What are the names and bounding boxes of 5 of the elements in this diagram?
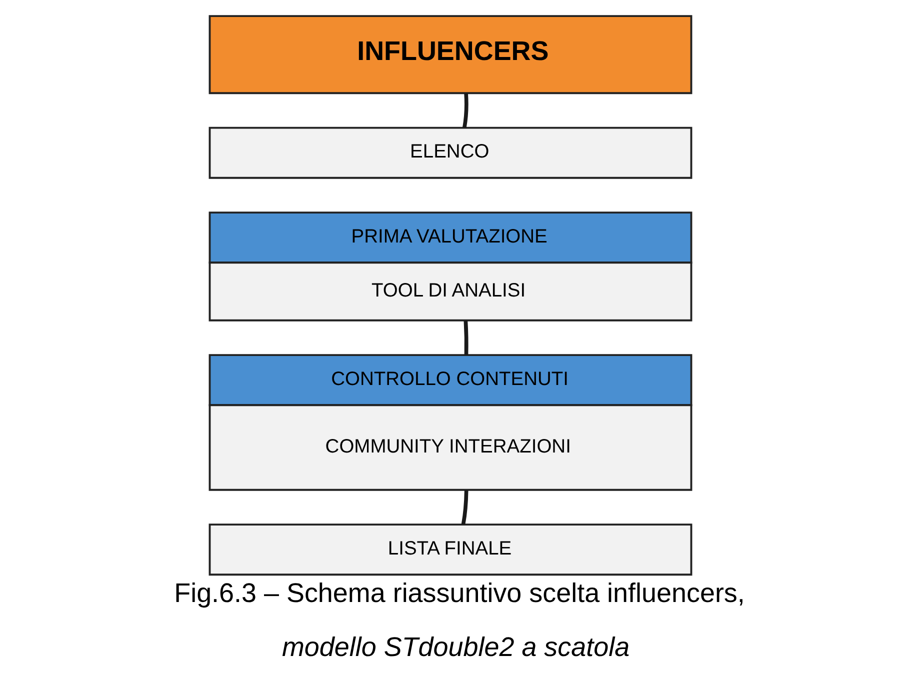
connector bbox=[464, 320, 468, 355]
caption: Fig.6.3 – Schema riassuntivo scelta influencers, bbox=[174, 578, 745, 608]
connector bbox=[462, 93, 468, 128]
connector bbox=[461, 490, 468, 525]
label: modello STdouble2 a scatola bbox=[282, 632, 630, 662]
